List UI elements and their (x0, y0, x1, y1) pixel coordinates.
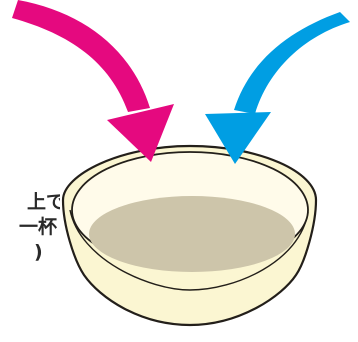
magenta-arrow-shaft (12, 0, 150, 112)
liquid-surface (89, 196, 295, 272)
bowl-rim-line (69, 209, 309, 291)
caption-line-1: 上で (27, 191, 60, 213)
magenta-curved-arrow-icon (12, 0, 174, 162)
cyan-arrow-head (205, 112, 271, 164)
cyan-arrow-shaft (234, 12, 350, 114)
cyan-curved-arrow-icon (205, 12, 350, 164)
bowl-icon (61, 144, 318, 327)
magenta-arrow-head (107, 104, 174, 162)
caption-line-2: 一杯 (19, 216, 58, 238)
caption-line-3: ) (34, 241, 43, 263)
side-caption-text: 上で 一杯 ) (0, 190, 60, 265)
